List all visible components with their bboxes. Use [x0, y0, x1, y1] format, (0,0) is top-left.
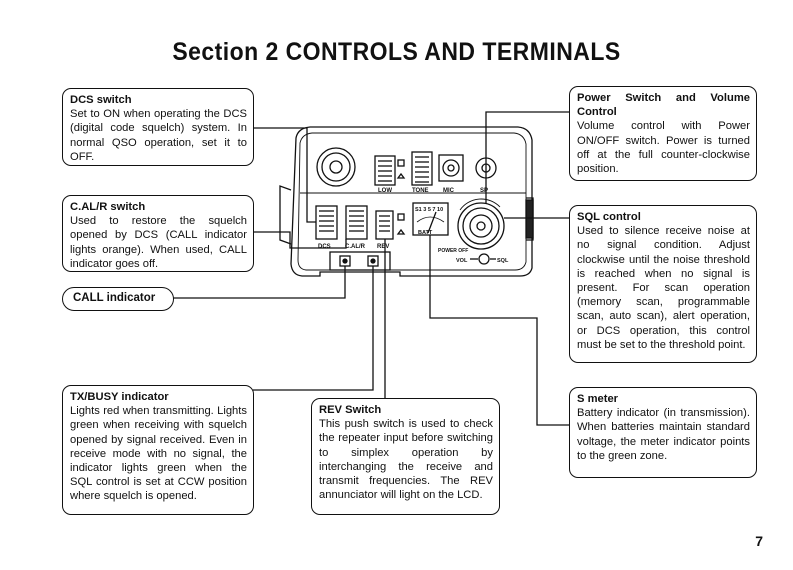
label-sql: SQL [497, 258, 509, 264]
page-title: Section 2 CONTROLS AND TERMINALS [172, 38, 621, 66]
label-rev: REV [377, 244, 389, 250]
s-meter-text: Battery indicator (in transmission). Whe… [577, 407, 750, 462]
dcs-switch-text: Set to ON when operating the DCS (digita… [70, 108, 247, 163]
label-calr: C.AL/R [345, 244, 366, 250]
calr-switch-heading: C.AL/R switch [70, 201, 146, 213]
label-low: LOW [378, 188, 392, 194]
dcs-switch-box: DCS switch Set to ON when operating the … [62, 88, 254, 166]
call-indicator-label: CALL indicator [62, 287, 174, 311]
label-dcs: DCS [318, 244, 331, 250]
label-vol: VOL [456, 258, 468, 264]
label-meter-scale: S1 3 5 7 10 [415, 207, 443, 213]
power-volume-text: Volume control with Power ON/OFF switch.… [577, 120, 750, 176]
s-meter-box: S meter Battery indicator (in transmissi… [569, 387, 757, 478]
calr-switch-text: Used to restore the squelch opened by DC… [70, 215, 247, 270]
label-power-off: POWER OFF [438, 248, 468, 254]
page-number: 7 [755, 533, 763, 549]
sql-control-text: Used to silence receive noise at no sign… [577, 225, 750, 351]
rev-switch-heading: REV Switch [319, 404, 382, 416]
label-tone: TONE [412, 188, 429, 194]
power-volume-heading: Power Switch and Volume Control [577, 92, 750, 119]
label-sp: SP [480, 188, 488, 194]
calr-switch-box: C.AL/R switch Used to restore the squelc… [62, 195, 254, 272]
txbusy-text: Lights red when transmitting. Lights gre… [70, 405, 247, 503]
dcs-switch-heading: DCS switch [70, 94, 132, 106]
label-mic: MIC [443, 188, 455, 194]
txbusy-indicator-box: TX/BUSY indicator Lights red when transm… [62, 385, 254, 515]
power-volume-box: Power Switch and Volume Control Volume c… [569, 86, 757, 181]
sql-control-heading: SQL control [577, 211, 641, 223]
txbusy-heading: TX/BUSY indicator [70, 391, 169, 403]
call-indicator-heading: CALL indicator [73, 292, 156, 304]
rev-switch-text: This push switch is used to check the re… [319, 418, 493, 502]
label-batt: BATT [418, 230, 433, 236]
sql-control-box: SQL control Used to silence receive nois… [569, 205, 757, 363]
s-meter-heading: S meter [577, 393, 619, 405]
rev-switch-box: REV Switch This push switch is used to c… [311, 398, 500, 515]
